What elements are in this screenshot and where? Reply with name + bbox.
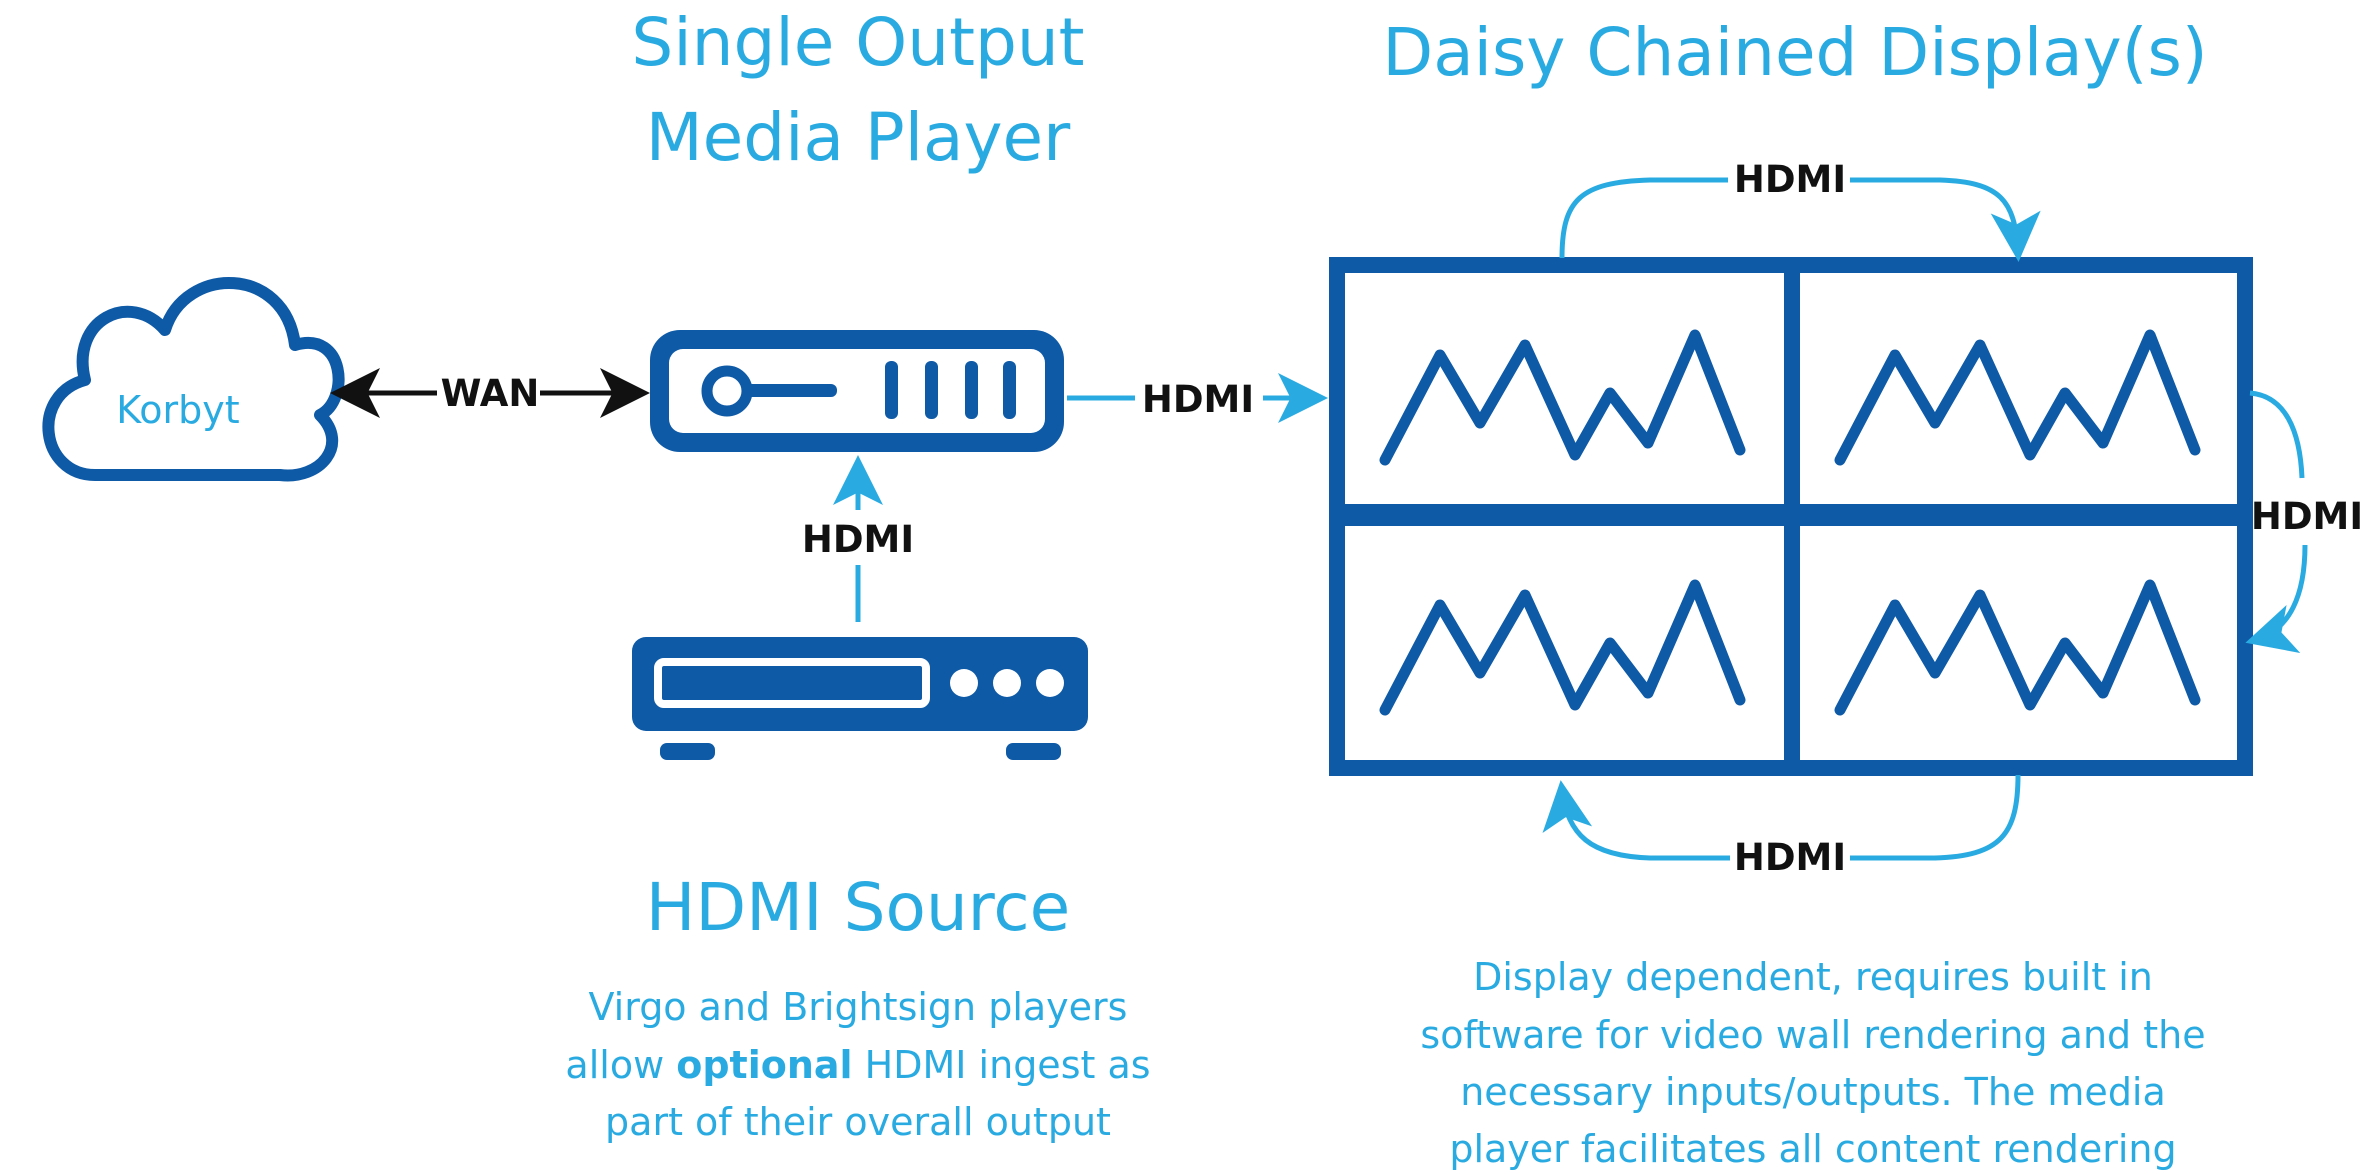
source-description-line2: allow optional HDMI ingest as xyxy=(565,1043,1150,1087)
hdmi-player-to-wall-label: HDMI xyxy=(1142,378,1254,421)
display-description-line4: player facilitates all content rendering xyxy=(1449,1127,2176,1171)
cloud-icon xyxy=(42,277,345,482)
hdmi-wall-bottom-label: HDMI xyxy=(1734,836,1846,879)
source-description-bold: optional xyxy=(676,1043,852,1087)
hdmi-source-icon xyxy=(632,637,1088,760)
source-description-line2-pre: allow xyxy=(565,1043,676,1087)
video-wall-icon xyxy=(1329,257,2253,776)
displays-title: Daisy Chained Display(s) xyxy=(1382,14,2207,91)
source-description-line3: part of their overall output xyxy=(605,1100,1111,1144)
source-description-line1: Virgo and Brightsign players xyxy=(589,985,1128,1029)
wan-label: WAN xyxy=(441,372,540,415)
hdmi-source-to-player-label: HDMI xyxy=(802,518,914,561)
media-player-icon xyxy=(650,330,1064,452)
display-description-line2: software for video wall rendering and th… xyxy=(1420,1013,2205,1057)
hdmi-wall-right-connector xyxy=(2245,390,2308,654)
hdmi-wall-right-label: HDMI xyxy=(2251,495,2363,538)
hdmi-source-title: HDMI Source xyxy=(646,869,1071,946)
display-description-line3: necessary inputs/outputs. The media xyxy=(1460,1070,2166,1114)
media-player-title-line1: Single Output xyxy=(631,4,1084,81)
hdmi-wall-top-label: HDMI xyxy=(1734,158,1846,201)
hdmi-wall-bottom-connector xyxy=(1542,774,2021,861)
hdmi-wall-top-connector xyxy=(1559,177,2041,262)
source-description-line2-post: HDMI ingest as xyxy=(853,1043,1151,1087)
media-player-title-line2: Media Player xyxy=(646,99,1071,176)
cloud-label: Korbyt xyxy=(116,388,239,432)
display-description-line1: Display dependent, requires built in xyxy=(1473,955,2153,999)
